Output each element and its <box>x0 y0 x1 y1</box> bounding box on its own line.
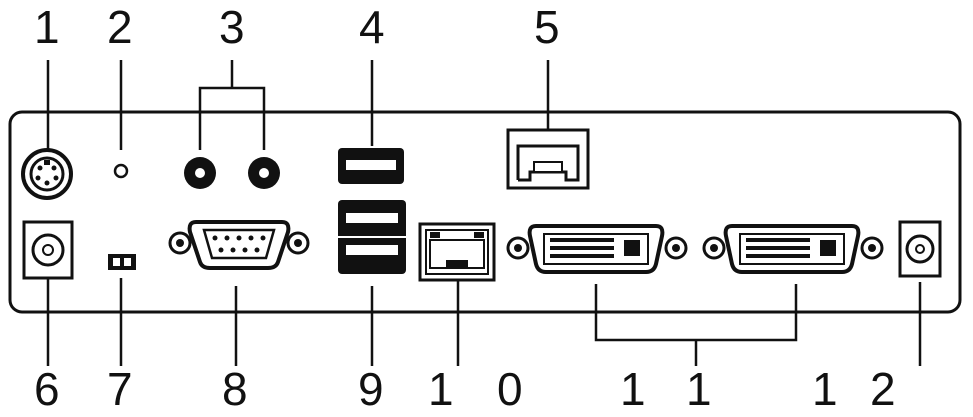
dvi-port-icon <box>702 224 884 274</box>
callout-top-5: 5 <box>534 1 560 53</box>
db9-serial-port-icon <box>168 220 310 270</box>
device-panel-outline <box>8 110 962 314</box>
callout-bottom-12-digit-1: 1 <box>812 363 838 415</box>
callout-top-1: 1 <box>34 1 60 53</box>
audio-jack-icon <box>248 157 280 189</box>
callout-top-3: 3 <box>219 1 245 53</box>
rj45-port-icon <box>506 128 590 190</box>
usb-port-icon <box>338 200 406 274</box>
callout-bottom-10-digit-1: 1 <box>428 363 454 415</box>
mini-din-port-icon <box>21 148 73 200</box>
led-indicator-icon <box>113 163 129 179</box>
dip-switch-icon <box>108 254 136 270</box>
leader-lines <box>46 60 922 366</box>
callout-top-4: 4 <box>359 1 385 53</box>
usb-port-icon <box>338 148 404 184</box>
callout-bottom-7: 7 <box>107 363 133 415</box>
callout-top-2: 2 <box>107 1 133 53</box>
callout-bottom-12-digit-2: 2 <box>870 363 896 415</box>
callout-bottom-10-digit-0: 0 <box>497 363 523 415</box>
callout-bottom-8: 8 <box>222 363 248 415</box>
callout-bottom-11-digit-1a: 1 <box>620 363 646 415</box>
callout-bottom-9: 9 <box>358 363 384 415</box>
callout-bottom-6: 6 <box>34 363 60 415</box>
sfp-port-icon <box>418 222 496 282</box>
callout-bottom-11-digit-1b: 1 <box>686 363 712 415</box>
power-jack-icon <box>22 220 74 280</box>
power-jack-icon <box>898 220 942 278</box>
dvi-port-icon <box>506 224 688 274</box>
audio-jack-icon <box>184 157 216 189</box>
